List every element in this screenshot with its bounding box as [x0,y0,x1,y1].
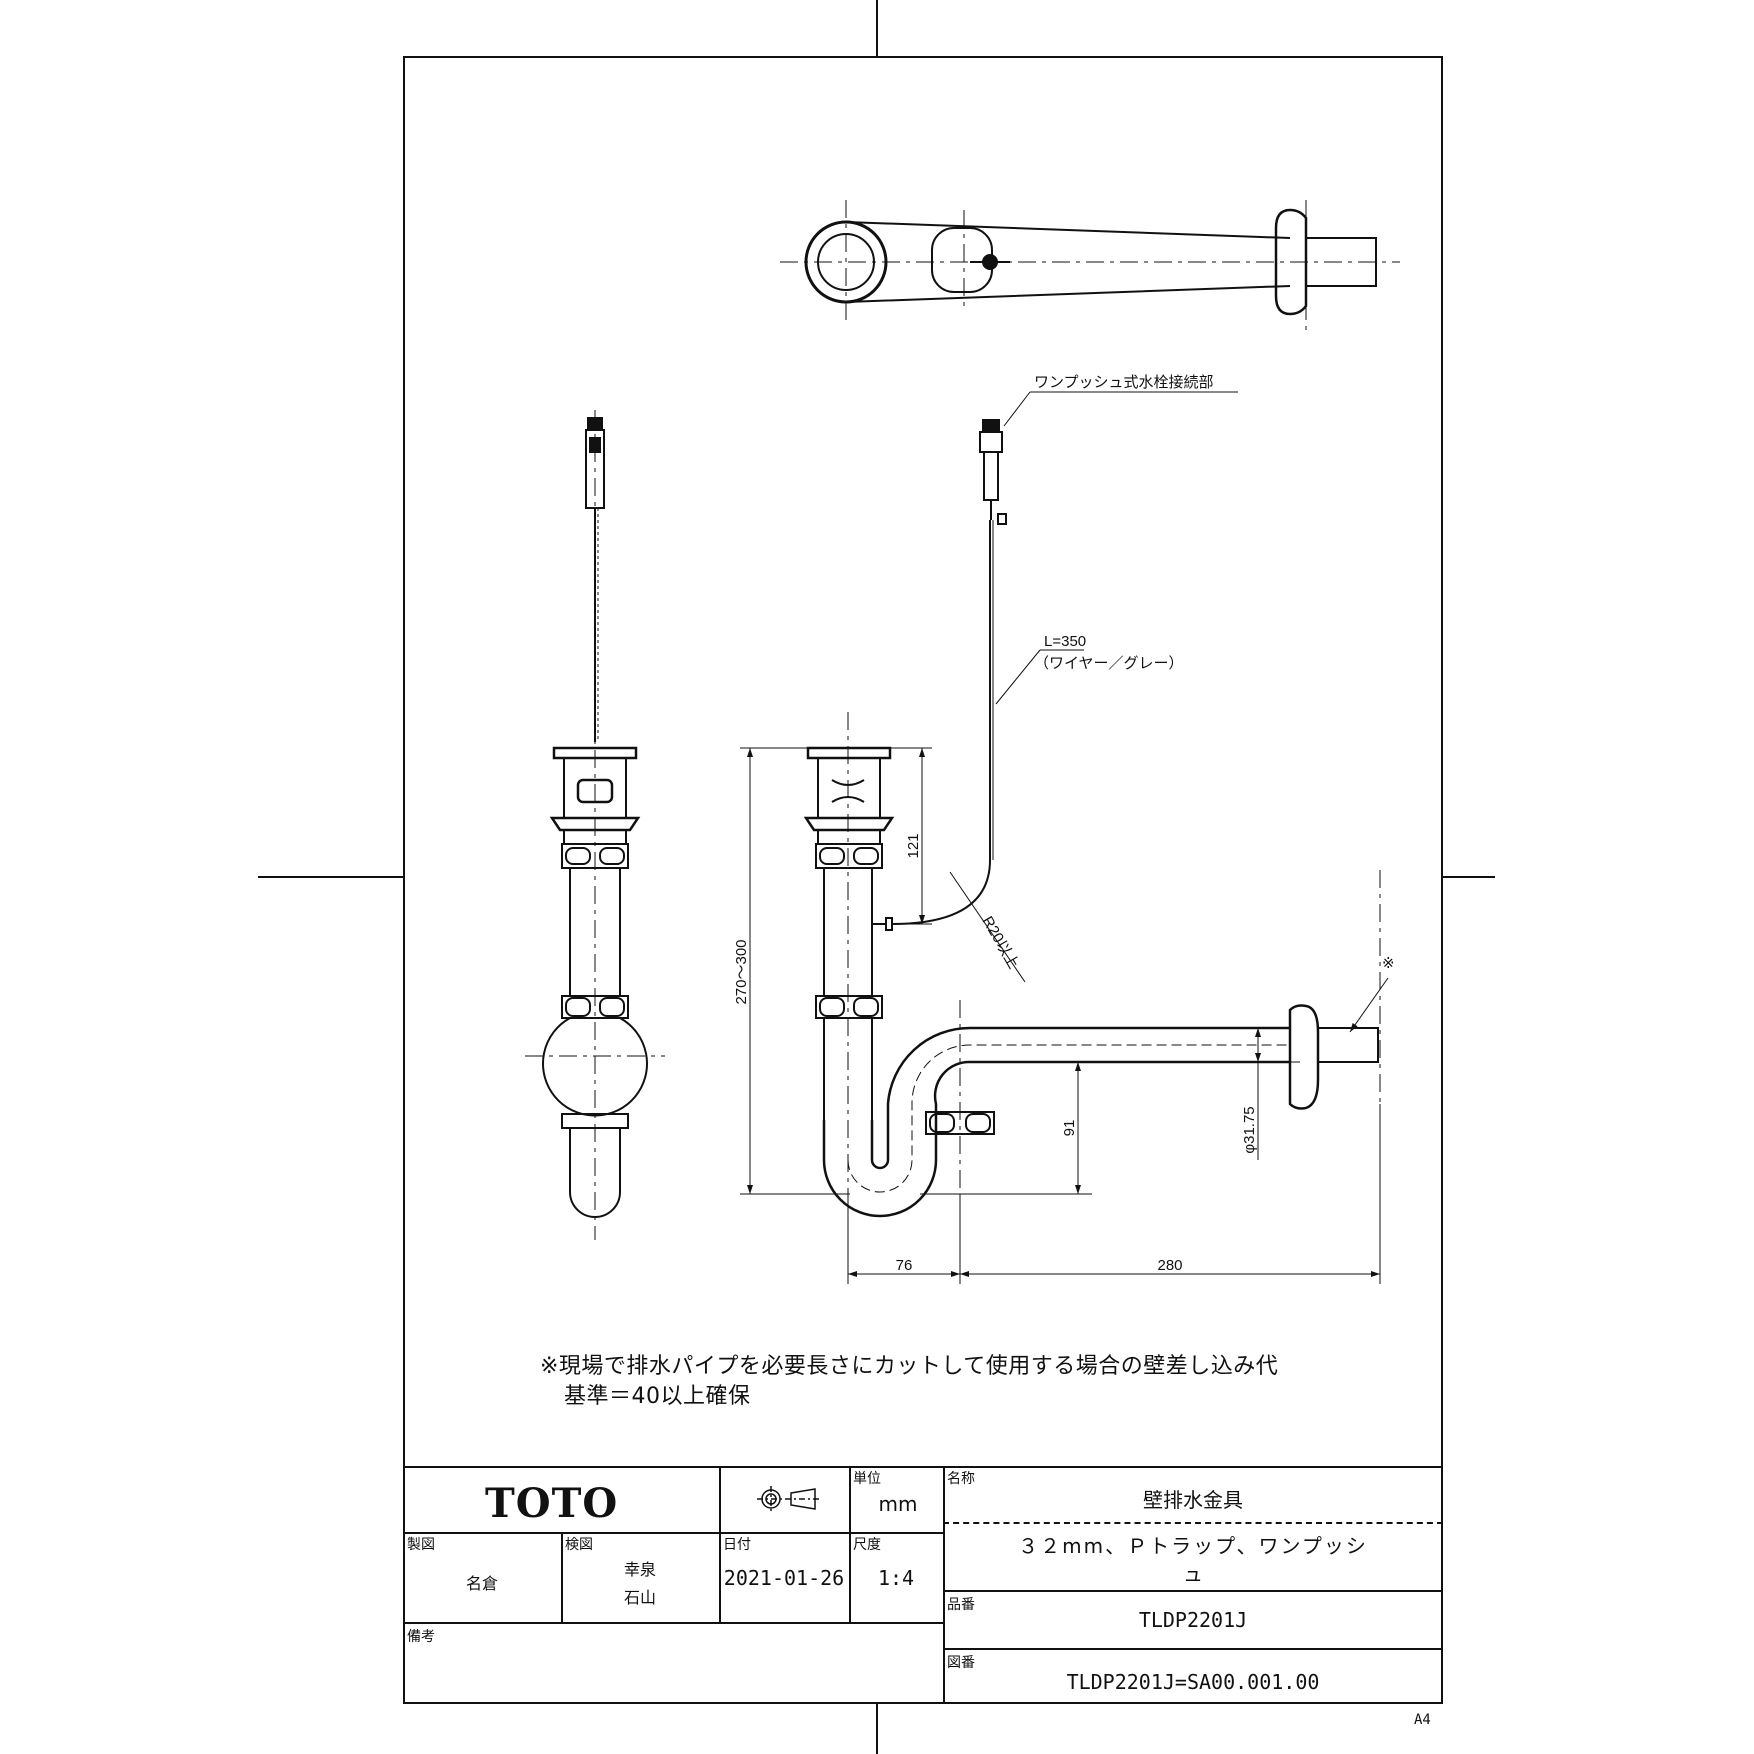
top-view [780,200,1400,330]
front-view [803,419,1381,1240]
tb-divider [943,1522,1443,1524]
drawing-no-value: TLDP2201J=SA00.001.00 [1066,1670,1320,1694]
drawing-frame [403,56,1443,1704]
description-line-1: ３２mm、Ｐトラップ、ワンプッシ [1018,1534,1368,1558]
center-mark-top [876,0,878,56]
tb-border [403,1466,1443,1468]
installation-note: ※現場で排水パイプを必要長さにカットして使用する場合の壁差し込み代 基準＝40以… [540,1352,1278,1412]
dim-76: 76 [896,1257,913,1274]
tb-divider [719,1466,721,1622]
checked-label: 検図 [565,1537,593,1553]
asterisk-mark: ※ [1382,955,1395,972]
wire-spec-label: （ワイヤー／グレー） [1034,655,1184,672]
date-label: 日付 [723,1537,751,1553]
scale-value: 1:4 [877,1566,915,1590]
note-line-1: ※現場で排水パイプを必要長さにカットして使用する場合の壁差し込み代 [540,1354,1279,1379]
checked-value-2: 石山 [623,1588,656,1607]
unit-label: 単位 [853,1471,881,1487]
description-line-2: ュ [1183,1562,1203,1586]
checked-value-1: 幸泉 [623,1560,656,1579]
drawing-no-label: 図番 [947,1655,975,1671]
third-angle-projection-icon [757,1486,821,1512]
dim-280: 280 [1157,1257,1182,1274]
title-block: TOTO 単位 mm 名称 壁排水金具 ３２mm、Ｐトラップ、ワンプッシ ュ 製… [403,1466,1443,1704]
side-view [525,410,665,1240]
tb-divider [403,1622,943,1624]
note-line-2: 基準＝40以上確保 [564,1384,751,1409]
part-no-label: 品番 [947,1597,975,1613]
name-label: 名称 [947,1471,975,1487]
part-no-value: TLDP2201J [1138,1608,1248,1632]
tb-divider [943,1590,1443,1592]
drawn-value: 名倉 [465,1574,498,1593]
sheet-size: A4 [1414,1712,1431,1728]
center-mark-bottom [876,1704,878,1754]
name-value: 壁排水金具 [1143,1488,1243,1512]
dim-91: 91 [1061,1120,1078,1137]
scale-label: 尺度 [853,1537,881,1553]
dimensions [740,391,1389,1284]
tb-divider [403,1532,943,1534]
tb-divider [849,1466,851,1622]
dim-r20: R20以上 [979,914,1022,972]
dim-diameter: φ31.75 [1241,1106,1258,1153]
date-value: 2021-01-26 [723,1566,845,1590]
center-mark-left [258,876,403,878]
company-logo: TOTO [485,1480,619,1527]
tb-divider [943,1648,1443,1650]
unit-value: mm [878,1492,918,1516]
drawn-label: 製図 [407,1537,435,1553]
tb-divider [561,1532,563,1622]
dim-270-300: 270～300 [733,939,750,1004]
connector-label: ワンプッシュ式水栓接続部 [1034,374,1214,391]
wire-length-label: L=350 [1044,633,1086,650]
center-mark-right [1443,876,1495,878]
tb-divider [943,1466,945,1704]
remarks-label: 備考 [407,1629,435,1645]
dim-121: 121 [905,833,922,858]
